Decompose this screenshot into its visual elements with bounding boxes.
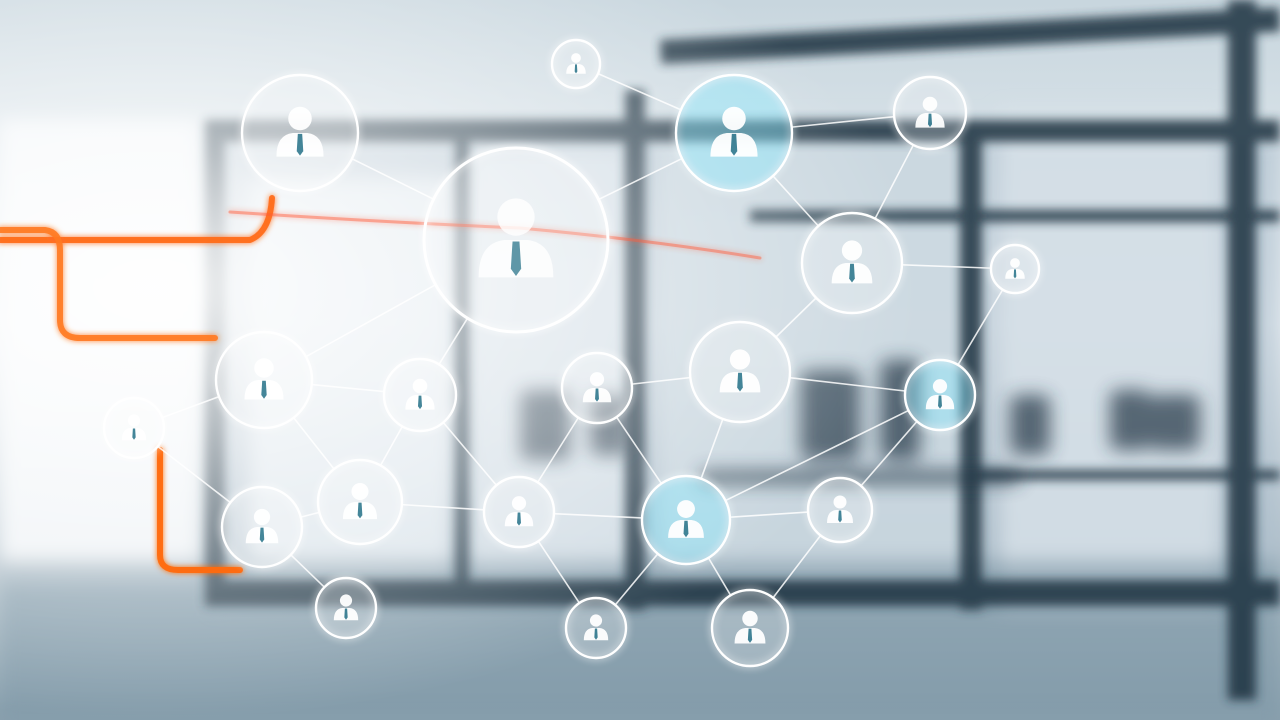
- network-link-6: [874, 144, 915, 220]
- network-link-21: [700, 418, 724, 479]
- network-link-29: [772, 534, 822, 599]
- network-link-23: [860, 420, 918, 487]
- network-link-2: [597, 72, 682, 111]
- network-link-3: [791, 115, 895, 128]
- network-link-30: [311, 383, 385, 393]
- person-node-13: [903, 358, 977, 432]
- network-link-18: [442, 421, 498, 486]
- network-link-15: [300, 511, 320, 518]
- network-links: [157, 72, 1004, 606]
- network-link-17: [401, 503, 485, 511]
- person-node-6: [800, 211, 904, 315]
- orange-line-upper: [0, 195, 275, 243]
- person-node-4: [550, 38, 602, 90]
- network-link-24: [553, 512, 643, 519]
- network-link-14: [293, 417, 335, 470]
- person-node-12: [688, 320, 792, 424]
- person-node-19: [314, 576, 378, 640]
- network-link-25: [729, 511, 809, 518]
- network-nodes: [102, 38, 1041, 668]
- network-link-33: [379, 426, 404, 466]
- person-node-20: [564, 596, 628, 660]
- network-link-4: [598, 157, 683, 201]
- person-node-8: [214, 330, 314, 430]
- network-link-10: [438, 317, 469, 365]
- network-link-32: [725, 409, 909, 502]
- network-link-12: [161, 395, 220, 419]
- network-link-20: [631, 376, 691, 385]
- network-link-7: [901, 264, 992, 269]
- network-link-13: [157, 445, 231, 504]
- person-node-1: [240, 73, 360, 193]
- network-link-16: [290, 554, 325, 588]
- network-link-28: [707, 557, 732, 596]
- network-link-27: [614, 553, 659, 606]
- person-node-3: [674, 73, 794, 193]
- network-link-22: [789, 376, 906, 392]
- person-node-14: [220, 485, 304, 569]
- person-node-11: [560, 351, 634, 425]
- network-link-31: [615, 416, 663, 484]
- person-node-15: [316, 458, 404, 546]
- network-link-9: [957, 289, 1004, 366]
- orange-line-middle: [0, 227, 218, 341]
- network-link-5: [772, 175, 819, 227]
- network-link-8: [775, 297, 817, 338]
- network-link-11: [305, 283, 436, 358]
- network-link-19: [536, 417, 580, 483]
- person-node-5: [892, 75, 968, 151]
- person-node-17: [640, 474, 732, 566]
- person-node-9: [102, 396, 166, 460]
- person-node-16: [482, 475, 556, 549]
- network-link-1: [351, 158, 434, 200]
- person-node-7: [989, 243, 1041, 295]
- person-node-2: [422, 146, 610, 334]
- orange-line-lower: [157, 447, 243, 573]
- person-node-10: [382, 357, 458, 433]
- person-node-18: [806, 476, 874, 544]
- network-link-26: [537, 540, 581, 604]
- person-node-21: [710, 588, 790, 668]
